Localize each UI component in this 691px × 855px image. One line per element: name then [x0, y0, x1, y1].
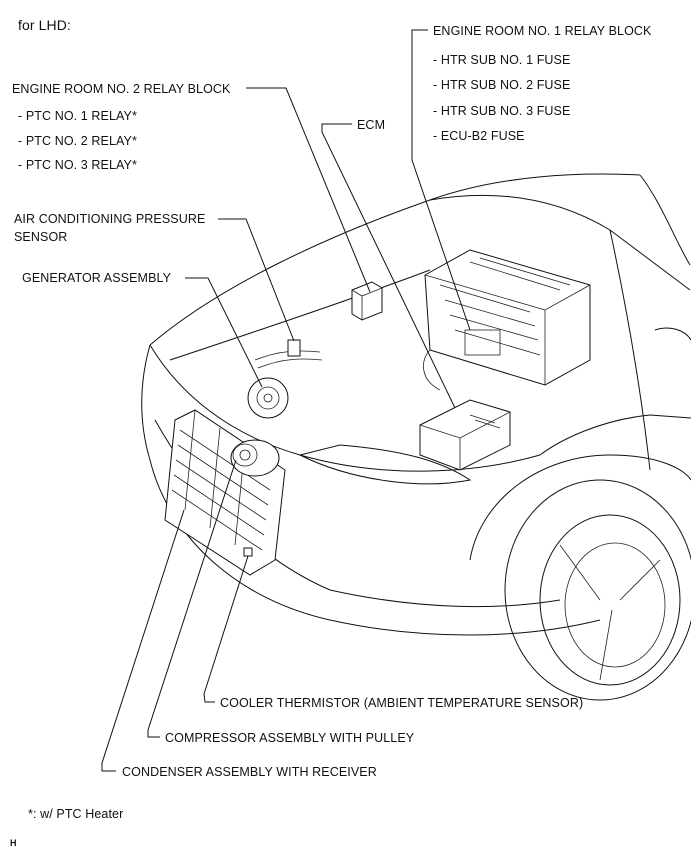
room1-item: - HTR SUB NO. 2 FUSE [433, 78, 571, 92]
pressure-sensor-label-line2: SENSOR [14, 230, 68, 244]
page-title: for LHD: [18, 17, 71, 33]
footnote: *: w/ PTC Heater [28, 807, 124, 821]
room1-item: - ECU-B2 FUSE [433, 129, 525, 143]
room1-item: - HTR SUB NO. 3 FUSE [433, 104, 571, 118]
compressor-illustration [230, 439, 280, 477]
ecm-label: ECM [357, 118, 386, 132]
pressure-sensor-label-line1: AIR CONDITIONING PRESSURE [14, 212, 206, 226]
pressure-sensor-illustration [254, 339, 323, 369]
compressor-label: COMPRESSOR ASSEMBLY WITH PULLEY [165, 731, 415, 745]
hvac-unit-illustration [423, 249, 591, 391]
room2-item: - PTC NO. 1 RELAY* [18, 109, 137, 123]
room2-item: - PTC NO. 3 RELAY* [18, 158, 137, 172]
generator-label: GENERATOR ASSEMBLY [22, 271, 172, 285]
room1-item: - HTR SUB NO. 1 FUSE [433, 53, 571, 67]
corner-mark: H [10, 838, 17, 848]
room1-relay-block-title: ENGINE ROOM NO. 1 RELAY BLOCK [433, 24, 652, 38]
relay-block-2-illustration [351, 281, 383, 321]
cooler-thermistor-label: COOLER THERMISTOR (AMBIENT TEMPERATURE S… [220, 696, 584, 710]
room2-relay-block-title: ENGINE ROOM NO. 2 RELAY BLOCK [12, 82, 231, 96]
ecm-illustration [419, 399, 511, 471]
room2-item: - PTC NO. 2 RELAY* [18, 134, 137, 148]
condenser-label: CONDENSER ASSEMBLY WITH RECEIVER [122, 765, 377, 779]
generator-illustration [247, 377, 289, 419]
car-body [141, 173, 691, 701]
thermistor-illustration [243, 547, 253, 557]
leader-lines [101, 29, 471, 772]
